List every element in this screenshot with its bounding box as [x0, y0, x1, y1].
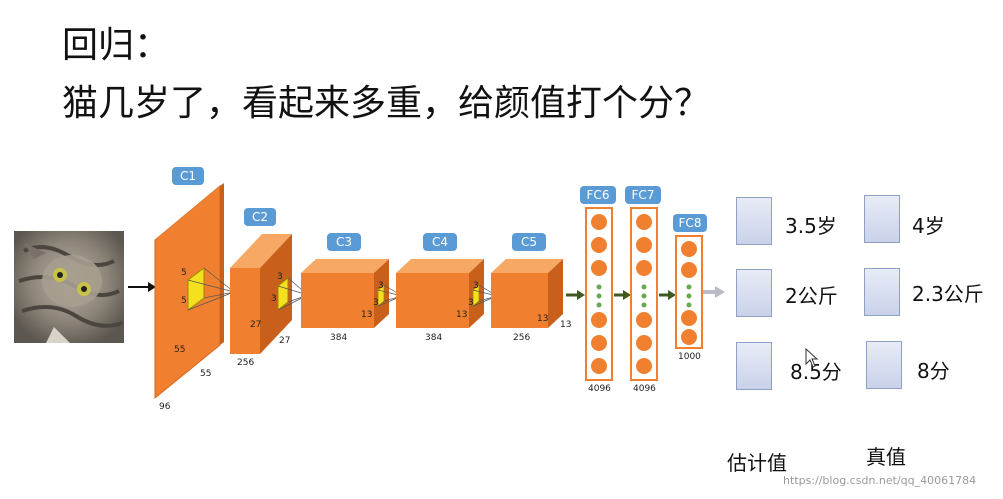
c4-kernel-h: 3: [473, 281, 479, 291]
title-line-1: 回归：: [62, 25, 171, 66]
c1-width: 55: [200, 369, 212, 379]
c2-height: 27: [250, 320, 262, 330]
estimate-box-score: [736, 342, 772, 390]
estimate-box-weight: [736, 269, 772, 317]
fc-arrows: [566, 286, 725, 300]
tag-c1: C1: [172, 167, 204, 185]
estimate-box-age: [736, 197, 772, 245]
c3-depth: 384: [330, 333, 348, 343]
fc6-size: 4096: [588, 384, 611, 394]
truth-box-age: [864, 195, 900, 243]
title-line-2: 猫几岁了，看起来多重，给颜值打个分？: [62, 83, 711, 124]
tag-fc6: FC6: [580, 186, 616, 204]
layer-c1-volume: [154, 183, 235, 400]
c3-kernel-w: 3: [373, 298, 379, 308]
c2-width: 27: [279, 336, 291, 346]
c1-depth: 96: [159, 402, 171, 412]
tag-c2: C2: [244, 208, 276, 226]
c1-kernel-w: 5: [181, 296, 187, 306]
tag-c3: C3: [327, 233, 361, 251]
c2-depth: 256: [237, 358, 255, 368]
cat-input-image: [14, 231, 124, 343]
column-label-truth: 真值: [866, 445, 906, 469]
tag-fc7: FC7: [625, 186, 661, 204]
truth-weight: 2.3公斤: [912, 282, 984, 306]
tag-c5: C5: [512, 233, 546, 251]
truth-score: 8分: [917, 359, 950, 383]
watermark-url: https://blog.csdn.net/qq_40061784: [783, 474, 977, 487]
c4-depth: 384: [425, 333, 443, 343]
layer-c3-volume: [301, 259, 403, 328]
fc8-size: 1000: [678, 352, 701, 362]
c2-kernel-w: 3: [271, 294, 277, 304]
estimate-weight: 2公斤: [785, 284, 838, 308]
truth-box-weight: [864, 268, 900, 316]
c4-size: 13: [456, 310, 468, 320]
input-arrow: [128, 282, 156, 292]
c5-depth: 256: [513, 333, 531, 343]
layer-fc8-column: [675, 235, 703, 349]
mouse-cursor-icon: [805, 348, 819, 368]
layer-c2-volume: [230, 234, 309, 354]
estimate-age: 3.5岁: [785, 214, 837, 238]
truth-box-score: [866, 341, 902, 389]
c3-size: 13: [361, 310, 373, 320]
c5-height: 13: [537, 314, 549, 324]
fc7-size: 4096: [633, 384, 656, 394]
estimate-score: 8.5分: [790, 360, 842, 384]
c1-height: 55: [174, 345, 186, 355]
tag-fc8: FC8: [673, 214, 707, 232]
c4-kernel-w: 3: [468, 298, 474, 308]
c1-kernel-h: 5: [181, 268, 187, 278]
c2-kernel-h: 3: [277, 272, 283, 282]
c5-width: 13: [560, 320, 572, 330]
c3-kernel-h: 3: [378, 281, 384, 291]
truth-age: 4岁: [912, 214, 945, 238]
column-label-estimate: 估计值: [727, 451, 787, 475]
layer-c5-volume: [491, 259, 563, 328]
layer-fc6-column: [585, 207, 613, 381]
layer-fc7-column: [630, 207, 658, 381]
tag-c4: C4: [423, 233, 457, 251]
layer-c4-volume: [396, 259, 498, 328]
